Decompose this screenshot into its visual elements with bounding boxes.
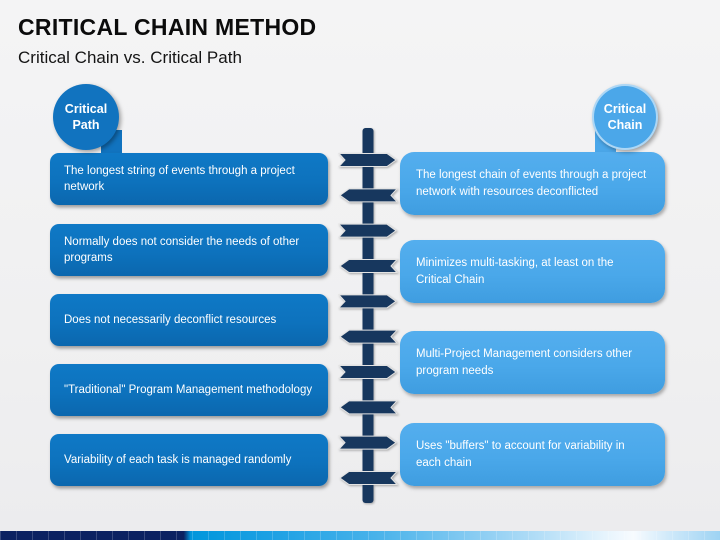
badge-label-line2: Chain <box>607 118 643 132</box>
list-item-critical-path-2: Normally does not consider the needs of … <box>50 224 328 276</box>
list-item-critical-chain-4: Uses "buffers" to account for variabilit… <box>400 423 665 486</box>
critical-path-badge: Critical Path <box>53 84 119 150</box>
list-item-critical-path-5: Variability of each task is managed rand… <box>50 434 328 486</box>
footer-accent-bar <box>0 531 720 540</box>
arrow-left-icon <box>339 400 399 415</box>
list-item-critical-chain-2: Minimizes multi-tasking, at least on the… <box>400 240 665 303</box>
arrow-left-icon <box>339 329 399 344</box>
list-item-critical-path-1: The longest string of events through a p… <box>50 153 328 205</box>
list-item-text: Minimizes multi-tasking, at least on the… <box>416 257 614 286</box>
list-item-text: Normally does not consider the needs of … <box>64 235 300 264</box>
list-item-text: Does not necessarily deconflict resource… <box>64 313 277 326</box>
badge-label-line2: Path <box>72 118 100 132</box>
list-item-critical-path-3: Does not necessarily deconflict resource… <box>50 294 328 346</box>
list-item-critical-chain-1: The longest chain of events through a pr… <box>400 152 665 215</box>
arrow-left-icon <box>339 259 399 273</box>
critical-chain-badge: Critical Chain <box>592 84 658 150</box>
divider-spine <box>337 128 399 503</box>
badge-label-line1: Critical <box>603 101 647 116</box>
arrow-right-icon <box>337 153 397 167</box>
list-item-text: Multi-Project Management considers other… <box>416 348 633 377</box>
arrow-right-icon <box>337 223 397 238</box>
list-item-critical-chain-3: Multi-Project Management considers other… <box>400 331 665 394</box>
list-item-text: The longest string of events through a p… <box>64 164 295 193</box>
badge-label-line1: Critical <box>64 101 108 116</box>
arrow-right-icon <box>337 365 397 379</box>
arrow-left-icon <box>339 188 399 203</box>
page-title: CRITICAL CHAIN METHOD <box>18 14 317 40</box>
list-item-text: Uses "buffers" to account for variabilit… <box>416 440 625 469</box>
list-item-text: "Traditional" Program Management methodo… <box>64 383 313 396</box>
list-item-text: Variability of each task is managed rand… <box>64 453 292 466</box>
arrow-right-icon <box>337 435 397 450</box>
arrow-right-icon <box>337 294 397 309</box>
list-item-critical-path-4: "Traditional" Program Management methodo… <box>50 364 328 416</box>
arrow-left-icon <box>339 471 399 485</box>
list-item-text: The longest chain of events through a pr… <box>416 169 647 198</box>
page-subtitle: Critical Chain vs. Critical Path <box>18 48 242 67</box>
